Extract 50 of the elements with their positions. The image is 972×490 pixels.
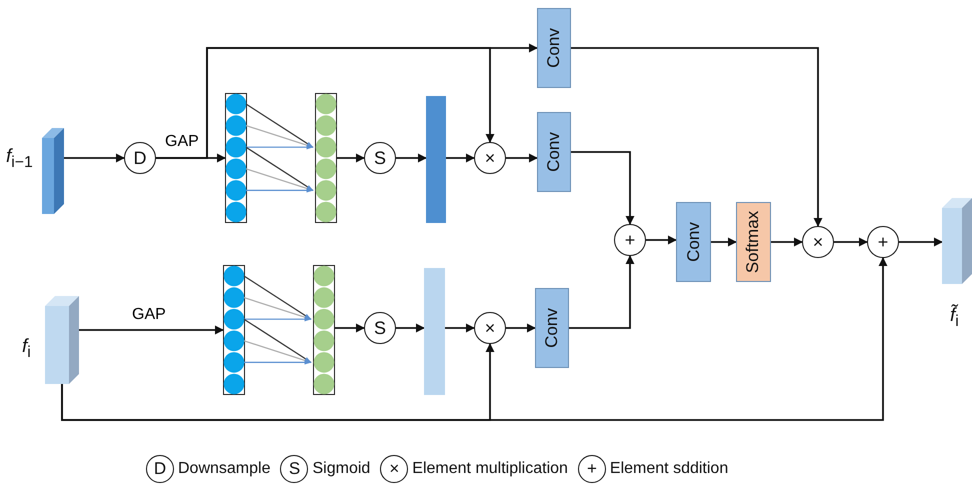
operator-circle: + [867,226,899,258]
operator-circle: × [802,226,834,258]
arrow [569,255,634,329]
operator-circle: + [614,224,646,256]
arrow [79,326,224,334]
arrow [506,154,538,162]
legend-text: Sigmoid [312,460,370,478]
feature-label: f$_{i−1}$ [6,146,33,172]
conv-box: Conv [535,288,569,368]
arrow [446,154,475,162]
attention-vector-bar [426,96,446,223]
arrow [335,324,365,332]
arrow [571,151,634,225]
arrow [396,324,425,332]
fully-connected-layer-drawing [223,265,335,395]
arrow [61,257,888,421]
softmax-box: Softmax [736,202,771,282]
legend-symbol: + [578,455,606,483]
conv-box: Conv [676,202,711,282]
legend-text: Downsample [178,460,270,478]
attention-vector-bar [424,268,445,395]
arrow [834,238,868,246]
legend-text: Element multiplication [412,460,568,478]
arrow [64,154,125,162]
feature-label: f̃$_{i}$ [950,305,959,331]
arrow [711,238,737,246]
feature-map [45,296,79,384]
arrow [506,324,536,332]
feature-map [42,128,64,214]
legend-symbol: × [380,455,408,483]
arrow [396,154,427,162]
arrow [646,236,677,244]
arrow [899,238,943,246]
operator-circle: × [474,142,506,174]
operator-circle: × [474,312,506,344]
legend-text: Element sddition [610,460,728,478]
legend-symbol: S [280,455,308,483]
feature-map [942,198,972,284]
feature-label: f$_{i}$ [22,336,31,362]
fully-connected-layer-drawing [225,93,337,223]
conv-box: Conv [537,112,571,192]
arrow [771,238,803,246]
legend-symbol: D [146,455,174,483]
arrow [571,47,822,227]
operator-circle: D [124,142,156,174]
operator-circle: S [364,312,396,344]
arrow [337,154,365,162]
arrow [445,324,475,332]
conv-box: Conv [537,8,571,88]
operator-circle: S [364,142,396,174]
